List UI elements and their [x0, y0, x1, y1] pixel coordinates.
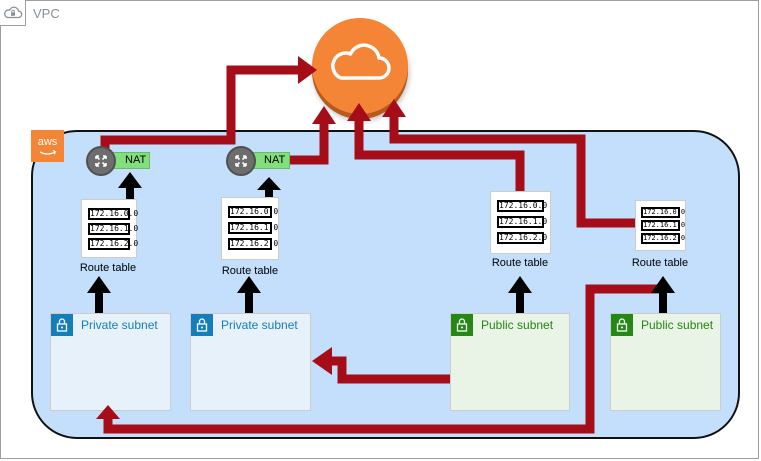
route-entry: 172.16.1.0: [497, 216, 548, 228]
nat-gateway-icon: [226, 146, 256, 176]
route-arrowhead: [382, 99, 406, 117]
private-subnet-1[interactable]: Private subnet: [50, 313, 171, 411]
route-entry: 172.16.0.0: [88, 208, 139, 220]
flow-arrow-subnet2-to-rt2: [237, 276, 261, 313]
flow-arrow-subnet3-to-rt3: [508, 276, 532, 313]
route-table-label: Route table: [491, 257, 549, 269]
route-entry: 172.16.2.0: [497, 232, 548, 244]
private-subnet-2[interactable]: Private subnet: [190, 313, 311, 411]
route-table-4[interactable]: 172.16.0.0 172.16.1.0 172.16.2.0: [635, 200, 686, 251]
lock-icon: [611, 314, 633, 336]
flow-arrow-rt2-to-nat2: [257, 177, 281, 197]
internet-gateway[interactable]: [312, 18, 408, 114]
route-arrow-nat2-to-igw: [280, 120, 329, 165]
nat-label: NAT: [125, 154, 147, 166]
route-table-label: Route table: [79, 262, 137, 274]
route-arrowhead: [347, 103, 371, 121]
lock-icon: [451, 314, 473, 336]
subnet-label: Public subnet: [641, 318, 714, 332]
route-entry: 172.16.2.0: [641, 233, 686, 244]
route-entry: 172.16.0.0: [641, 207, 686, 218]
cloud-icon: [331, 43, 391, 80]
nat-label: NAT: [264, 154, 286, 166]
route-entry: 172.16.0.0: [228, 206, 279, 218]
lock-icon: [191, 314, 213, 336]
lock-icon: [51, 314, 73, 336]
route-table-label: Route table: [631, 257, 689, 269]
route-arrow-public2-to-private1: [103, 284, 662, 434]
route-table-2[interactable]: 172.16.0.0 172.16.1.0 172.16.2.0: [221, 197, 279, 260]
route-entry: 172.16.0.0: [497, 200, 548, 212]
route-arrow-public1-to-private2: [330, 356, 450, 384]
vpc-label: VPC: [33, 6, 60, 21]
public-subnet-1[interactable]: Public subnet: [450, 313, 570, 411]
route-table-label: Route table: [221, 265, 279, 277]
aws-logo-label: aws: [37, 136, 58, 148]
route-entry: 172.16.1.0: [641, 220, 686, 231]
flow-arrow-subnet4-to-rt4: [651, 276, 675, 313]
route-arrow-nat1-to-igw: [100, 65, 300, 157]
route-table-3[interactable]: 172.16.0.0 172.16.1.0 172.16.2.0: [490, 191, 551, 254]
route-arrow-rt4-to-igw: [389, 113, 635, 228]
subnet-label: Public subnet: [481, 318, 554, 332]
flow-arrow-subnet1-to-rt1: [87, 276, 111, 313]
route-entry: 172.16.1.0: [88, 223, 139, 235]
flow-arrow-rt1-to-nat1: [118, 172, 142, 199]
route-table-1[interactable]: 172.16.0.0 172.16.1.0 172.16.2.0: [81, 199, 139, 258]
subnet-label: Private subnet: [221, 318, 298, 332]
aws-logo-icon: aws: [31, 130, 64, 162]
route-entry: 172.16.1.0: [228, 222, 279, 234]
route-entry: 172.16.2.0: [88, 238, 139, 250]
route-arrow-rt3-to-igw: [354, 117, 525, 191]
route-arrowhead: [298, 56, 317, 84]
route-arrowhead: [312, 106, 336, 124]
route-arrowhead: [96, 405, 120, 419]
vpc-cloud-icon: [0, 0, 26, 26]
subnet-label: Private subnet: [81, 318, 158, 332]
route-arrowhead: [312, 347, 332, 375]
route-entry: 172.16.2.0: [228, 238, 279, 250]
public-subnet-2[interactable]: Public subnet: [610, 313, 721, 411]
nat-gateway-icon: [86, 146, 116, 176]
